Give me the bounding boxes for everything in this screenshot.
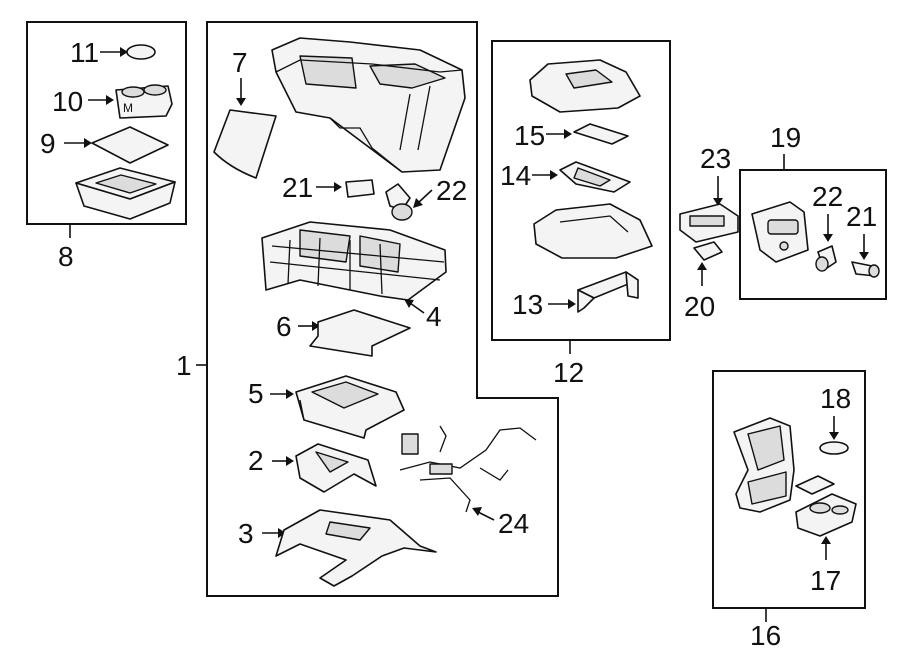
- callout-4: 4: [426, 301, 442, 332]
- callout-9: 9: [40, 128, 56, 159]
- callout-11: 11: [70, 37, 99, 68]
- part-24-wiring-harness: [399, 425, 537, 513]
- callout-5: 5: [248, 378, 264, 409]
- callout-2: 2: [248, 445, 264, 476]
- part-10-cupholder-insert: M: [115, 84, 173, 119]
- callout-18: 18: [820, 383, 851, 414]
- part-15-pad: [573, 123, 629, 145]
- callout-1: 1: [176, 350, 192, 381]
- part-20-switch: [693, 241, 723, 261]
- part-21-switch-panel: [851, 261, 880, 278]
- part-9-mat: [91, 126, 169, 164]
- part-22-clip: [385, 183, 413, 221]
- arrow-22-panel-head: [823, 234, 833, 242]
- callout-19: 19: [770, 122, 801, 153]
- arrow-14-head: [550, 170, 558, 180]
- group-19-box: [739, 169, 887, 300]
- callout-3: 3: [238, 518, 254, 549]
- arrow-3-head: [278, 528, 286, 538]
- arrow-22-console-head: [413, 198, 423, 208]
- part-22-clip-panel: [815, 245, 837, 272]
- arrow-5-head: [286, 389, 294, 399]
- part-5-storage-bin: [295, 375, 405, 439]
- console-lid-upper: [529, 59, 641, 113]
- callout-23: 23: [700, 143, 731, 174]
- callout-10: 10: [52, 86, 83, 117]
- part-21-switch: [345, 179, 375, 198]
- arrow-9-head: [84, 138, 92, 148]
- arrow-18-head: [829, 432, 839, 440]
- arrow-15-head: [564, 129, 572, 139]
- callout-6: 6: [276, 311, 292, 342]
- arrow-4-head: [404, 299, 414, 308]
- arrow-13-head: [568, 299, 576, 309]
- callout-14: 14: [500, 160, 531, 191]
- callout-22-console: 22: [436, 175, 467, 206]
- arrow-7-head: [236, 98, 246, 106]
- part-2-latch-bracket: [295, 443, 377, 493]
- arrow-17-head: [821, 536, 831, 544]
- callout-21-panel: 21: [846, 201, 877, 232]
- part-7-side-pad: [213, 109, 277, 179]
- part-6-mat: [309, 309, 411, 357]
- callout-8: 8: [58, 241, 74, 272]
- arrow-21-console-head: [334, 182, 342, 192]
- console-housing: [271, 37, 466, 173]
- callout-22-panel: 22: [812, 181, 843, 212]
- arrow-24-head: [472, 507, 482, 516]
- rear-panel-bezel: [733, 417, 795, 513]
- callout-13: 13: [512, 289, 543, 320]
- part-11-cap: [126, 44, 156, 60]
- callout-21-console: 21: [282, 172, 313, 203]
- part-14-tray: [559, 161, 631, 193]
- callout-12: 12: [553, 357, 584, 388]
- group-8-box: [26, 21, 187, 225]
- insert-mark: M: [123, 101, 133, 115]
- callout-24: 24: [498, 508, 529, 539]
- arrow-10-head: [106, 95, 114, 105]
- callout-16: 16: [750, 620, 781, 651]
- part-13-hinge-bracket: [577, 271, 639, 313]
- arrow-22-console: [417, 189, 433, 204]
- arrow-24: [477, 511, 495, 521]
- arrow-20-head: [697, 262, 707, 270]
- part-17-cupholder: [795, 493, 857, 537]
- bezel-panel: [751, 201, 809, 263]
- arrow-2-head: [286, 456, 294, 466]
- arrow-6-head: [312, 321, 320, 331]
- pad-strip: [795, 475, 835, 495]
- callout-17: 17: [810, 565, 841, 596]
- part-23-control-panel: [679, 203, 739, 243]
- arrow-23-head: [713, 198, 723, 206]
- storage-tray: [75, 167, 176, 220]
- group-12-box: [491, 40, 671, 341]
- part-18-cap: [819, 441, 849, 455]
- group-1-box: [206, 21, 559, 597]
- group-16-box: [712, 370, 866, 609]
- arrow-21-panel-head: [859, 252, 869, 260]
- arrow-11-head: [120, 47, 128, 57]
- console-lid-lower: [533, 203, 653, 259]
- callout-20: 20: [684, 291, 715, 322]
- part-4-lower-bracket: [261, 221, 447, 301]
- part-3-base-frame: [275, 509, 437, 587]
- callout-15: 15: [514, 120, 545, 151]
- callout-7: 7: [232, 47, 248, 78]
- arrow-4: [409, 302, 425, 314]
